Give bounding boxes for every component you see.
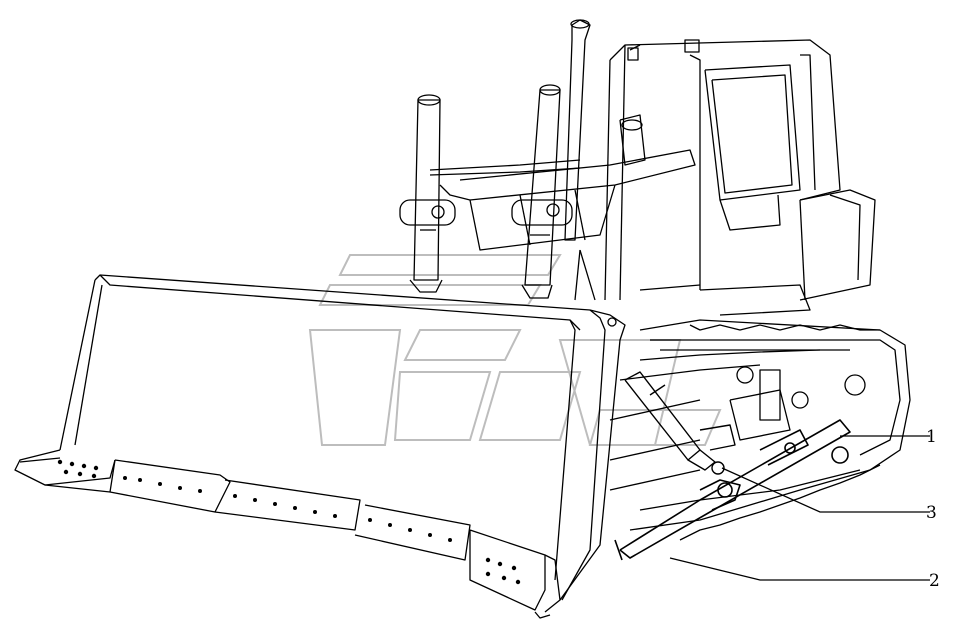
callout-label-3: 3	[926, 503, 937, 523]
callout-label-1: 1	[926, 427, 937, 447]
bolt-holes	[57, 459, 521, 585]
push-arm	[614, 419, 851, 561]
leader-line-3	[721, 467, 930, 513]
track-assembly	[609, 319, 911, 541]
lift-cylinder-left	[399, 94, 456, 293]
leader-lines	[669, 435, 930, 581]
leader-line-2	[669, 557, 930, 581]
exhaust-pipe	[564, 19, 591, 241]
lift-cylinder-right	[511, 84, 573, 299]
engine-hood	[429, 114, 696, 301]
cab	[604, 39, 876, 316]
bulldozer-drawing	[14, 19, 911, 619]
dozer-blade	[14, 274, 626, 619]
callout-label-2: 2	[929, 571, 940, 591]
watermark-logo	[308, 254, 722, 446]
tilt-cylinder	[624, 371, 736, 475]
